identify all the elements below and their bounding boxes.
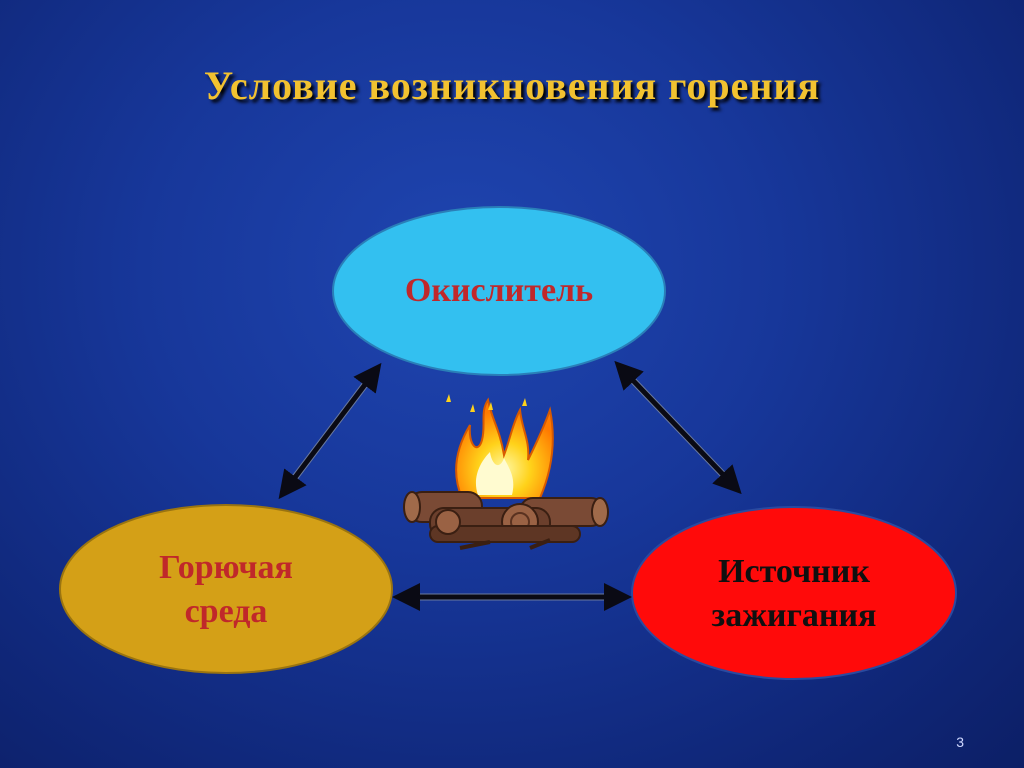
fuel-label-line1: Горючая — [159, 549, 293, 586]
campfire-icon — [403, 394, 609, 550]
oxidizer-label-text: Окислитель — [404, 272, 594, 309]
ignition-label-line1: Источник — [718, 553, 870, 590]
page-number: 3 — [956, 734, 964, 750]
ignition-ellipse — [631, 506, 957, 680]
fuel-label-line2: среда — [184, 593, 268, 630]
ignition-label: Источник зажигания — [644, 549, 944, 639]
arrow-fuel-oxidizer — [278, 362, 382, 500]
slide-title: Условие возникновения горения — [203, 63, 821, 108]
fuel-label: Горючая среда — [76, 545, 376, 635]
oxidizer-ellipse — [332, 206, 666, 376]
arrow-oxidizer-ignition — [614, 360, 742, 495]
ignition-label-line2: зажигания — [711, 597, 877, 634]
oxidizer-label: Окислитель — [349, 261, 649, 321]
